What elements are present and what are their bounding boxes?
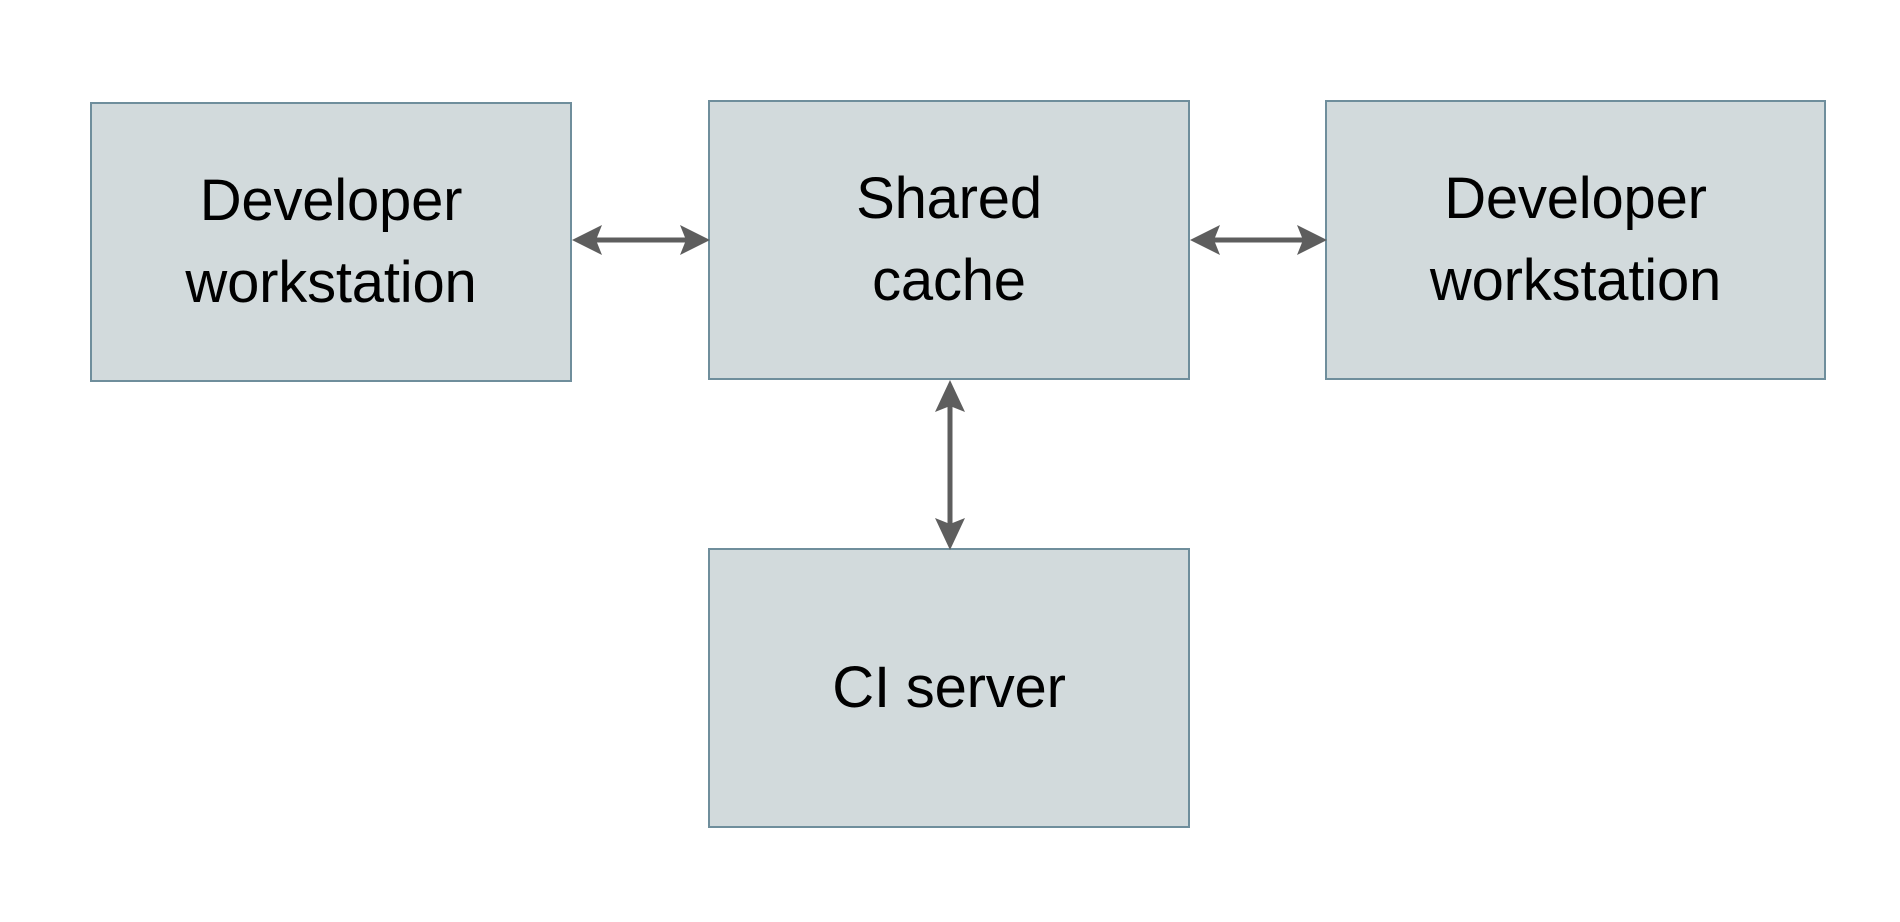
double-arrow-icon	[572, 225, 710, 255]
node-label: CI server	[832, 654, 1066, 720]
node-ci-server[interactable]: CI server	[708, 548, 1190, 828]
edge-cache-to-right-workstation[interactable]	[1190, 212, 1327, 268]
node-dev-workstation-left[interactable]: Developer workstation	[90, 102, 572, 382]
edge-left-workstation-to-cache[interactable]	[572, 212, 710, 268]
node-label: Shared cache	[856, 165, 1042, 313]
node-shared-cache[interactable]: Shared cache	[708, 100, 1190, 380]
edge-cache-to-ci-server[interactable]	[922, 380, 978, 550]
double-arrow-icon	[1190, 225, 1327, 255]
node-dev-workstation-right[interactable]: Developer workstation	[1325, 100, 1826, 380]
double-arrow-vertical-icon	[935, 380, 965, 550]
node-label: Developer workstation	[185, 167, 477, 315]
node-label: Developer workstation	[1429, 165, 1722, 313]
